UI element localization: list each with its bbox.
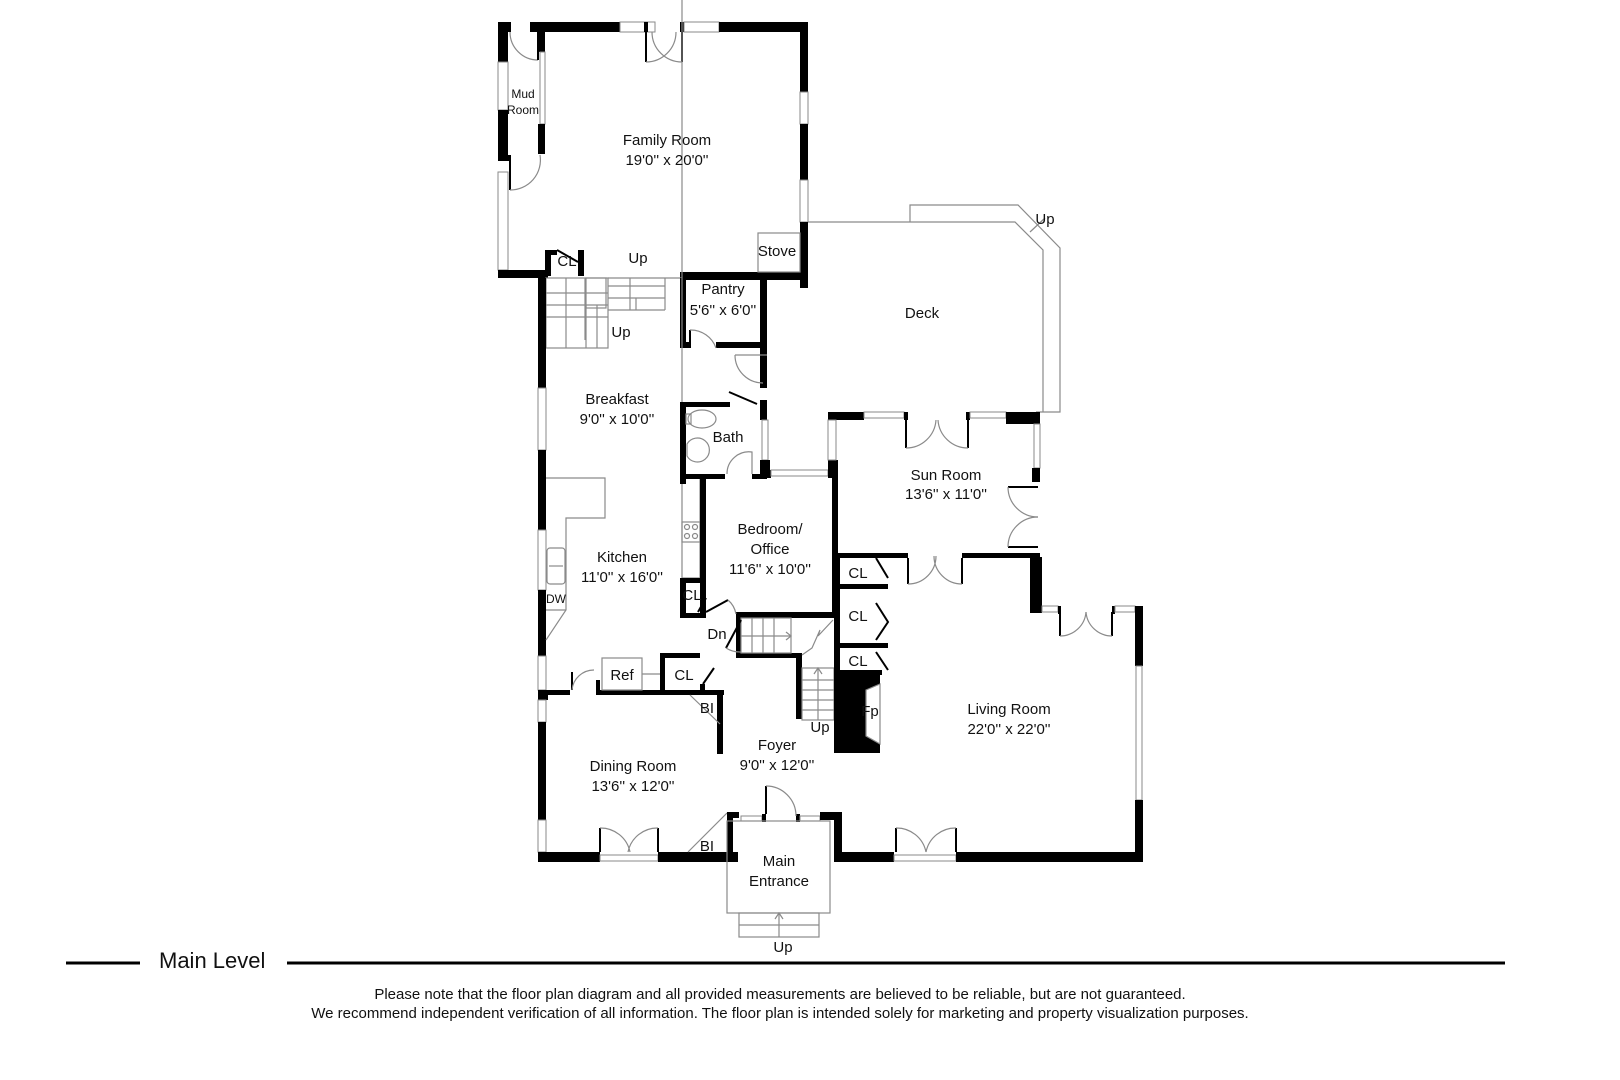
foyer-name: Foyer [758, 737, 796, 754]
dining-walls [546, 653, 739, 853]
bath-name: Bath [713, 429, 744, 446]
sun-room-dims: 13'6'' x 11'0'' [905, 486, 987, 503]
deck-up-label: Up [1035, 211, 1054, 228]
pantry-dims: 5'6'' x 6'0'' [690, 302, 757, 319]
closet-stack [834, 553, 888, 753]
dishwasher-label: DW [546, 592, 567, 606]
entrance-up-label: Up [773, 939, 792, 956]
family-room-walls [497, 21, 809, 288]
stairs-up-label: Up [810, 719, 829, 736]
deck-name: Deck [905, 305, 940, 322]
closet-label: CL [674, 667, 693, 684]
bedroom-walls [680, 460, 838, 618]
closet-label: CL [848, 608, 867, 625]
kitchen-counters [545, 0, 701, 641]
level-title: Main Level [159, 948, 266, 973]
dining-room-name: Dining Room [590, 758, 677, 775]
family-room-dims: 19'0'' x 20'0'' [625, 152, 708, 169]
family-room-name: Family Room [623, 132, 711, 149]
kitchen-name: Kitchen [597, 549, 647, 566]
breakfast-name: Breakfast [585, 391, 649, 408]
stairs-up-label: Up [611, 324, 630, 341]
closet-label: CL [848, 653, 867, 670]
bedroom-name-2: Office [751, 541, 790, 558]
main-entrance-name-2: Entrance [749, 873, 809, 890]
bedroom-name-1: Bedroom/ [737, 521, 803, 538]
main-entrance-name-1: Main [763, 853, 796, 870]
disclaimer-line-2: We recommend independent verification of… [311, 1005, 1249, 1022]
kitchen-dims: 11'0'' x 16'0'' [581, 569, 663, 586]
upper-staircase [545, 277, 682, 349]
stove-label: Stove [758, 243, 796, 260]
bedroom-dims: 11'6'' x 10'0'' [729, 561, 811, 578]
stairs-down-label: Dn [707, 626, 726, 643]
sun-room-walls [827, 411, 1042, 613]
lower-staircase [736, 617, 835, 721]
disclaimer-line-1: Please note that the floor plan diagram … [374, 986, 1186, 1003]
closet-label: CL [682, 587, 701, 604]
main-entrance-walls [726, 812, 834, 938]
built-in-label: BI [700, 700, 714, 717]
stairs-up-label: Up [628, 250, 647, 267]
refrigerator-label: Ref [610, 667, 634, 684]
sun-room-name: Sun Room [911, 467, 982, 484]
living-room-walls [834, 557, 1143, 862]
living-room-dims: 22'0'' x 22'0'' [967, 721, 1050, 738]
room-labels: Mud Room Family Room 19'0'' x 20'0'' Sto… [507, 87, 1055, 956]
closet-label: CL [848, 565, 867, 582]
closet-label: CL [557, 253, 576, 270]
fireplace-label: Fp [861, 703, 879, 720]
pantry-name: Pantry [701, 281, 745, 298]
pantry-walls [680, 278, 767, 388]
foyer-dims: 9'0'' x 12'0'' [740, 757, 815, 774]
mud-room-label-1: Mud [511, 87, 534, 101]
west-wall [537, 278, 738, 862]
deck-outline [808, 204, 1061, 413]
dining-room-dims: 13'6'' x 12'0'' [591, 778, 674, 795]
built-in-label: BI [700, 838, 714, 855]
living-room-name: Living Room [967, 701, 1050, 718]
breakfast-dims: 9'0'' x 10'0'' [580, 411, 655, 428]
mud-room-label-2: Room [507, 103, 539, 117]
